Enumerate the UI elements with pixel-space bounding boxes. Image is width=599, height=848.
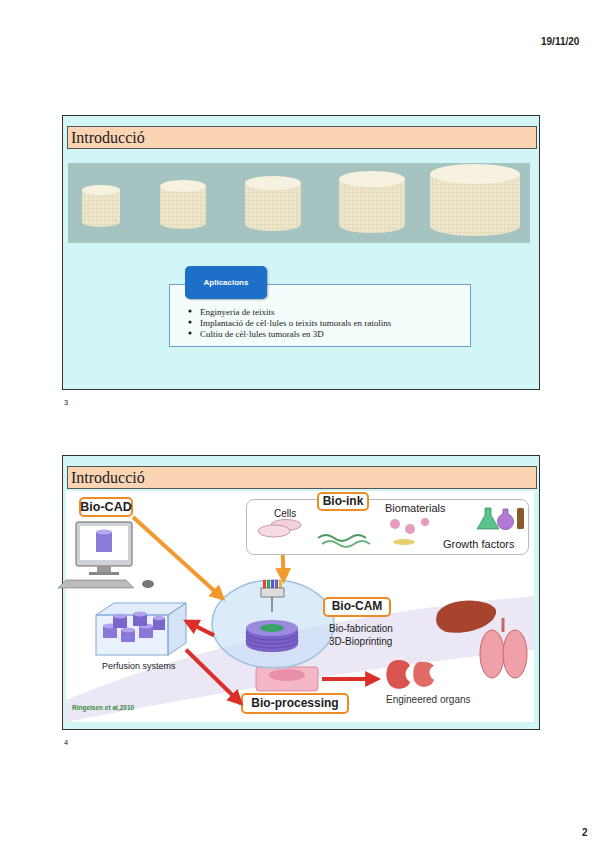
node-text: 3	[64, 399, 68, 408]
slide-frame: 4IntroduccióBio-CADCellsBiomaterialsGrow…	[62, 455, 540, 730]
node-text: Cultiu de cèl·lules tumorals en 3D	[200, 329, 324, 339]
title-band: Introducció	[67, 126, 537, 149]
bioprint-circle: Bio-fabrication3D-BioprintingBio-CAM	[211, 579, 335, 669]
node-text: Enginyeria de teixits	[200, 307, 274, 317]
node-text: Biomaterials	[385, 502, 446, 515]
node-text: 4	[64, 739, 68, 748]
page-number: 2	[582, 827, 588, 839]
node-text: Perfusion systems	[102, 661, 176, 671]
node-text: Aplicacions	[185, 266, 267, 299]
magnify-circle	[212, 580, 334, 668]
stage-label: Bio-processing	[241, 693, 349, 714]
title-band: Introducció	[67, 466, 537, 489]
stage-label: Bio-ink	[317, 492, 369, 511]
cube-side	[168, 603, 186, 655]
node-text: Bio-ink	[319, 494, 367, 509]
slide-frame: 3IntroduccióAplicacionsEnginyeria de tei…	[62, 115, 540, 390]
node-text: Bio-CAD	[81, 499, 131, 515]
node-text: Introducció	[71, 469, 145, 487]
node-text: Bio-fabrication	[329, 623, 393, 635]
bioink-panel: CellsBiomaterialsGrowth factorsBio-ink	[246, 499, 529, 555]
date-stamp: 19/11/20	[541, 36, 579, 48]
cube-front	[96, 615, 168, 655]
node-text: Bio-processing	[243, 695, 347, 712]
perfusion-box: Perfusion systems	[96, 603, 186, 655]
stage-label: Bio-CAM	[323, 597, 391, 617]
stage-label: Bio-CAD	[79, 497, 133, 517]
node-text: Introducció	[71, 129, 145, 147]
tab-label: Aplicacions	[185, 266, 267, 299]
node-text: Implantació de cèl·lules o teixits tumor…	[200, 318, 391, 328]
ellipse-outline	[211, 579, 335, 669]
node-text: Cells	[274, 508, 296, 520]
node-text: 3D-Bioprinting	[329, 636, 392, 648]
cube-outline	[96, 603, 186, 655]
node-text: Bio-CAM	[325, 599, 389, 615]
node-text: Growth factors	[443, 538, 515, 551]
